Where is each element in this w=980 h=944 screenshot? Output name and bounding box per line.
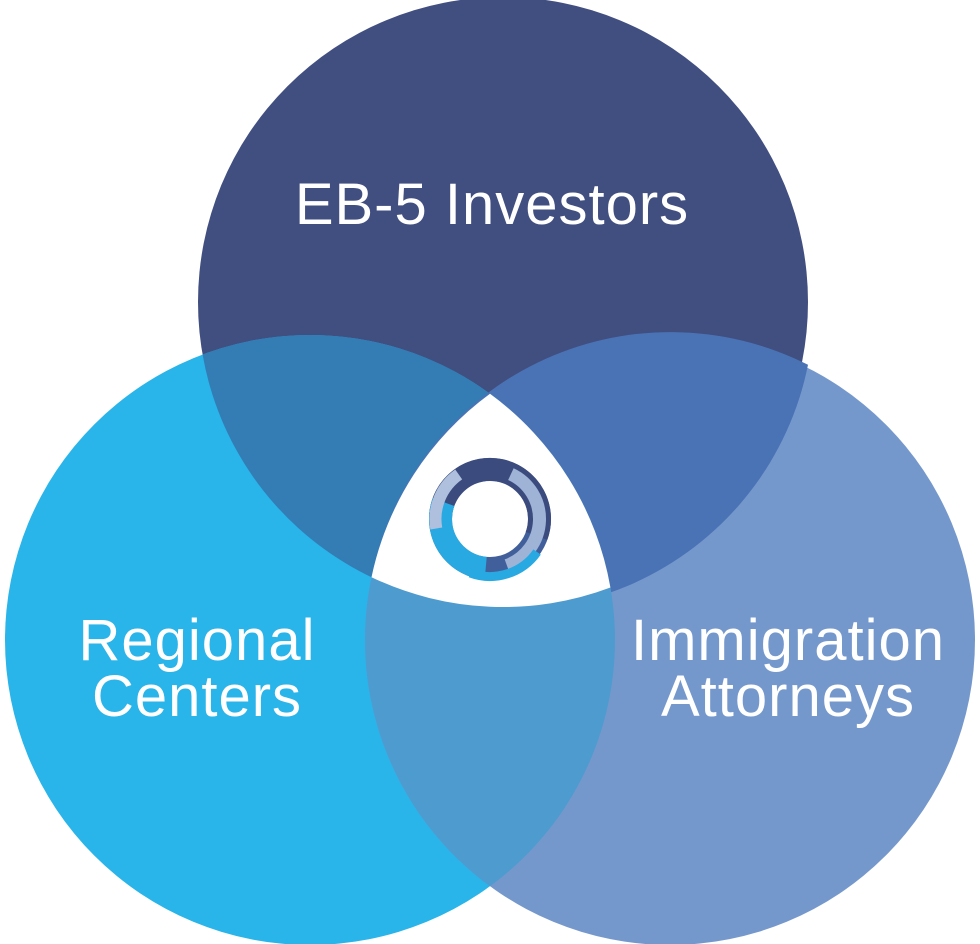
label-regional-centers-line2: Centers: [92, 664, 302, 729]
label-regional-centers-line1: Regional: [79, 608, 316, 673]
overlap-center: [371, 393, 611, 608]
ring-cyan-rim-arc: [468, 549, 541, 581]
label-eb5-investors: EB-5 Investors: [295, 172, 689, 237]
label-immigration-attorneys-line1: Immigration: [631, 608, 945, 673]
center-ring-logo-icon: [429, 457, 552, 581]
ring-periwinkle-right-arc: [504, 468, 546, 572]
label-immigration-attorneys-line2: Attorneys: [661, 664, 915, 729]
ring-periwinkle-left-arc: [429, 469, 463, 530]
